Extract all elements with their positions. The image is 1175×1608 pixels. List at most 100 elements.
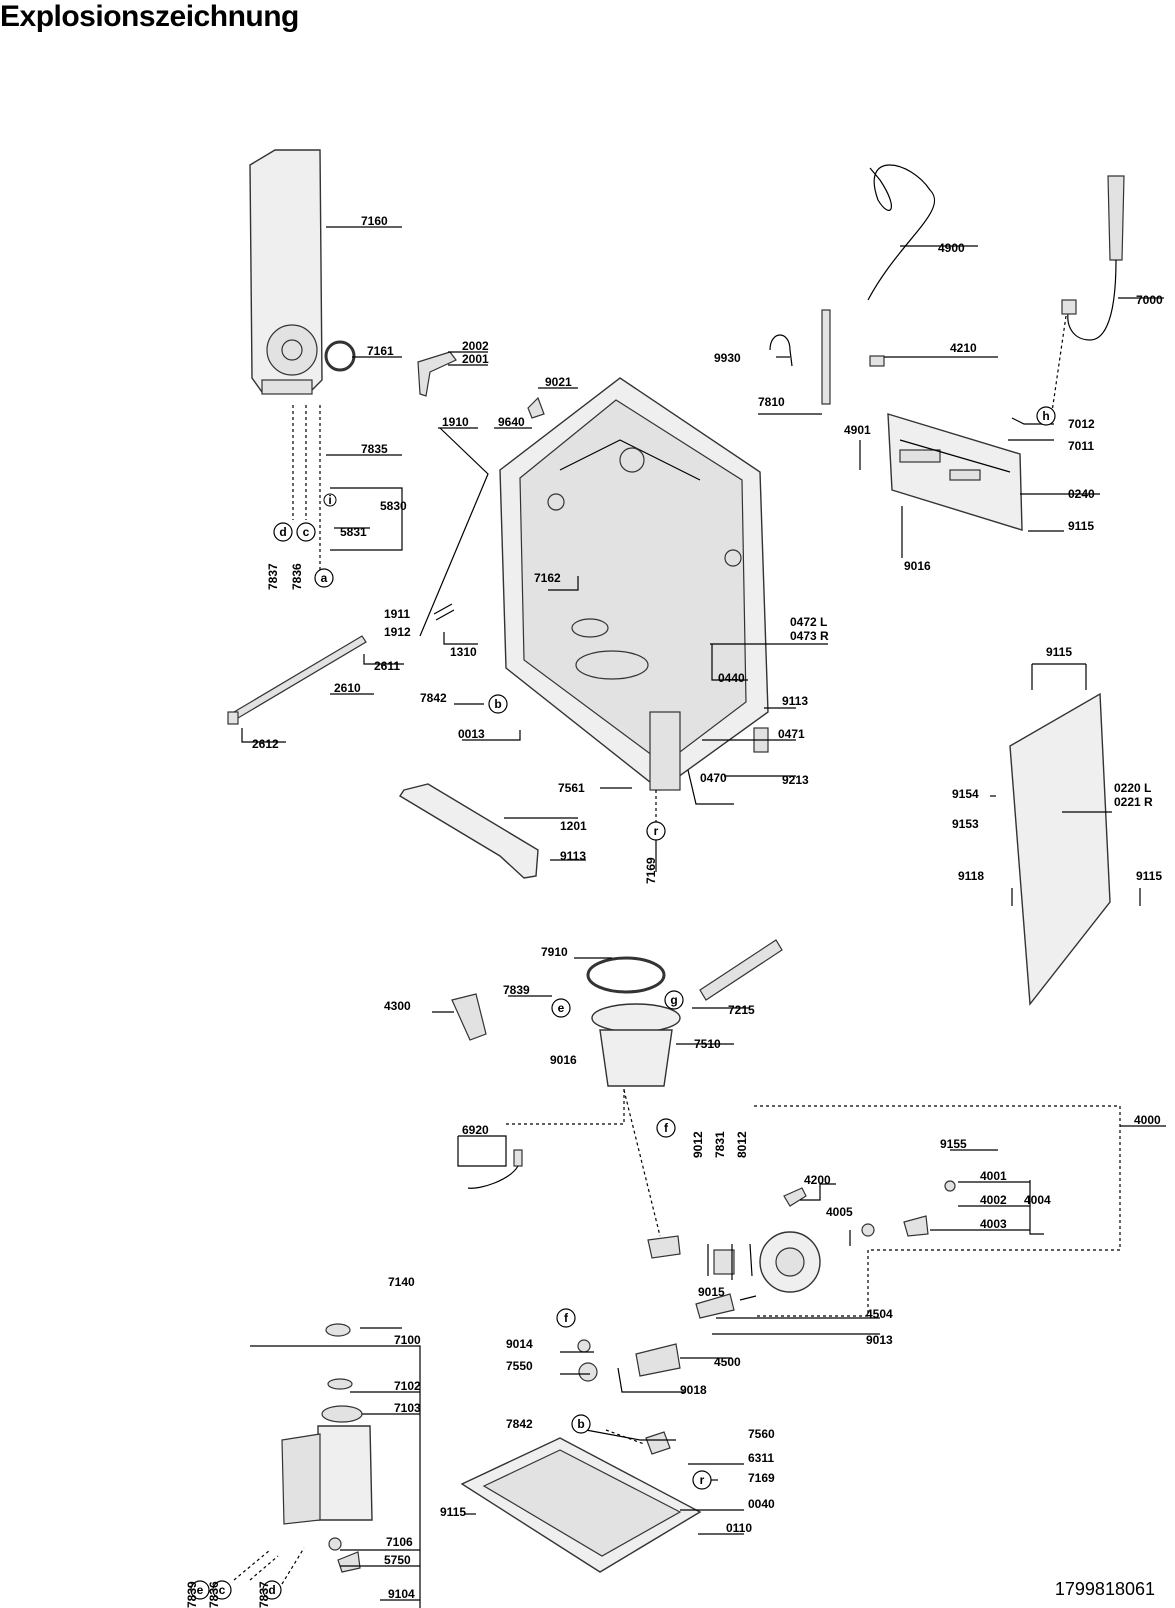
label-4002: 4002: [980, 1193, 1007, 1207]
svg-text:r: r: [654, 824, 659, 838]
label-4200: 4200: [804, 1173, 831, 1187]
label-7100: 7100: [394, 1333, 421, 1347]
marker-c: c: [296, 522, 316, 542]
label-4500: 4500: [714, 1355, 741, 1369]
label-7162: 7162: [534, 571, 561, 585]
marker-b-low: b: [571, 1414, 591, 1434]
clip-9021-part: [527, 396, 545, 419]
tube-7215-part: [699, 939, 783, 1001]
label-9016-top: 9016: [904, 559, 931, 573]
label-7550: 7550: [506, 1359, 533, 1373]
label-7103: 7103: [394, 1401, 421, 1415]
hinge-1310-part: [433, 603, 455, 621]
label-5750: 5750: [384, 1553, 411, 1567]
label-5830: 5830: [380, 499, 407, 513]
label-4901: 4901: [844, 423, 871, 437]
label-0110: 0110: [726, 1521, 752, 1535]
label-7000: 7000: [1136, 293, 1163, 307]
power-cable-4900-part: [867, 164, 936, 301]
label-1911: 1911: [384, 607, 410, 621]
label-7839-low: 7839: [185, 1581, 199, 1608]
label-7839: 7839: [503, 983, 530, 997]
float-7560-part: [645, 1431, 671, 1455]
label-9012-left: 9012: [691, 1131, 705, 1158]
label-9021: 9021: [545, 375, 572, 389]
label-7160: 7160: [361, 214, 388, 228]
label-0472L: 0472 L: [790, 615, 827, 629]
label-9930: 9930: [714, 351, 741, 365]
clip-2002-part: [417, 351, 457, 397]
label-7215: 7215: [728, 1003, 755, 1017]
svg-text:d: d: [268, 1583, 275, 1597]
label-1310: 1310: [450, 645, 477, 659]
label-9115-door: 9115: [1046, 645, 1072, 659]
sealing-ring-7910-part: [586, 956, 666, 994]
label-7842-low: 7842: [506, 1417, 533, 1431]
hose-connectors-part: [577, 1235, 735, 1382]
label-9115-low: 9115: [440, 1505, 466, 1519]
water-softener-7100-part: [281, 1378, 373, 1573]
clip-9930-part: [769, 334, 793, 367]
svg-text:c: c: [303, 525, 310, 539]
marker-h: h: [1036, 406, 1056, 426]
label-7140: 7140: [388, 1275, 415, 1289]
label-7842: 7842: [420, 691, 447, 705]
label-7169-low: 7169: [748, 1471, 775, 1485]
part-labels: 7160 7161 2002 2001 9021 1910 9640 7835 …: [185, 214, 1163, 1608]
label-2611: 2611: [374, 659, 400, 673]
seal-1910-part: [419, 427, 489, 637]
label-0040: 0040: [748, 1497, 775, 1511]
label-4000: 4000: [1134, 1113, 1161, 1127]
label-7837: 7837: [266, 563, 280, 590]
svg-text:g: g: [670, 993, 677, 1007]
label-7169: 7169: [644, 857, 658, 884]
svg-text:d: d: [279, 525, 286, 539]
label-4300: 4300: [384, 999, 411, 1013]
label-7510: 7510: [694, 1037, 721, 1051]
marker-b-top: b: [488, 694, 508, 714]
ring-7161-part: [324, 340, 356, 372]
svg-text:r: r: [700, 1473, 705, 1487]
front-cover-1201-part: [399, 783, 539, 879]
label-9115-top: 9115: [1068, 519, 1094, 533]
label-2001: 2001: [462, 352, 489, 366]
label-9113-right: 9113: [782, 694, 808, 708]
marker-f-low: f: [556, 1308, 576, 1328]
label-9013: 9013: [866, 1333, 893, 1347]
page-title: Explosionszeichnung: [0, 0, 299, 33]
label-7561: 7561: [558, 781, 585, 795]
label-9113: 9113: [560, 849, 586, 863]
connection-markers: d c a i b r h e g f f b r e c d: [190, 406, 1056, 1600]
label-7161: 7161: [367, 344, 394, 358]
svg-text:h: h: [1042, 409, 1049, 423]
svg-text:b: b: [494, 697, 501, 711]
svg-text:b: b: [577, 1417, 584, 1431]
marker-f-mid: f: [656, 1118, 676, 1138]
base-0040-part: [460, 1437, 702, 1573]
svg-text:e: e: [558, 1001, 565, 1015]
label-1910: 1910: [442, 415, 469, 429]
marker-d-low: d: [262, 1580, 282, 1600]
control-panel-0240-part: [887, 413, 1023, 531]
label-7106: 7106: [386, 1535, 413, 1549]
label-1201: 1201: [560, 819, 587, 833]
label-6311: 6311: [748, 1451, 774, 1465]
label-7835: 7835: [361, 442, 388, 456]
label-9213: 9213: [782, 773, 809, 787]
svg-text:i: i: [328, 493, 331, 507]
label-0470: 0470: [700, 771, 727, 785]
filter-4300-part: [451, 993, 487, 1041]
cap-7140-part: [325, 1323, 351, 1337]
label-5831: 5831: [340, 525, 367, 539]
document-number: 1799818061: [1054, 1579, 1155, 1599]
marker-a: a: [314, 568, 334, 588]
marker-r-low: r: [692, 1470, 712, 1490]
label-7836: 7836: [290, 563, 304, 590]
marker-e-low: e: [190, 1580, 210, 1600]
label-0473R: 0473 R: [790, 629, 829, 643]
label-0440: 0440: [718, 671, 745, 685]
label-9154: 9154: [952, 787, 979, 801]
marker-r-top: r: [646, 821, 666, 841]
svg-text:f: f: [664, 1121, 669, 1135]
